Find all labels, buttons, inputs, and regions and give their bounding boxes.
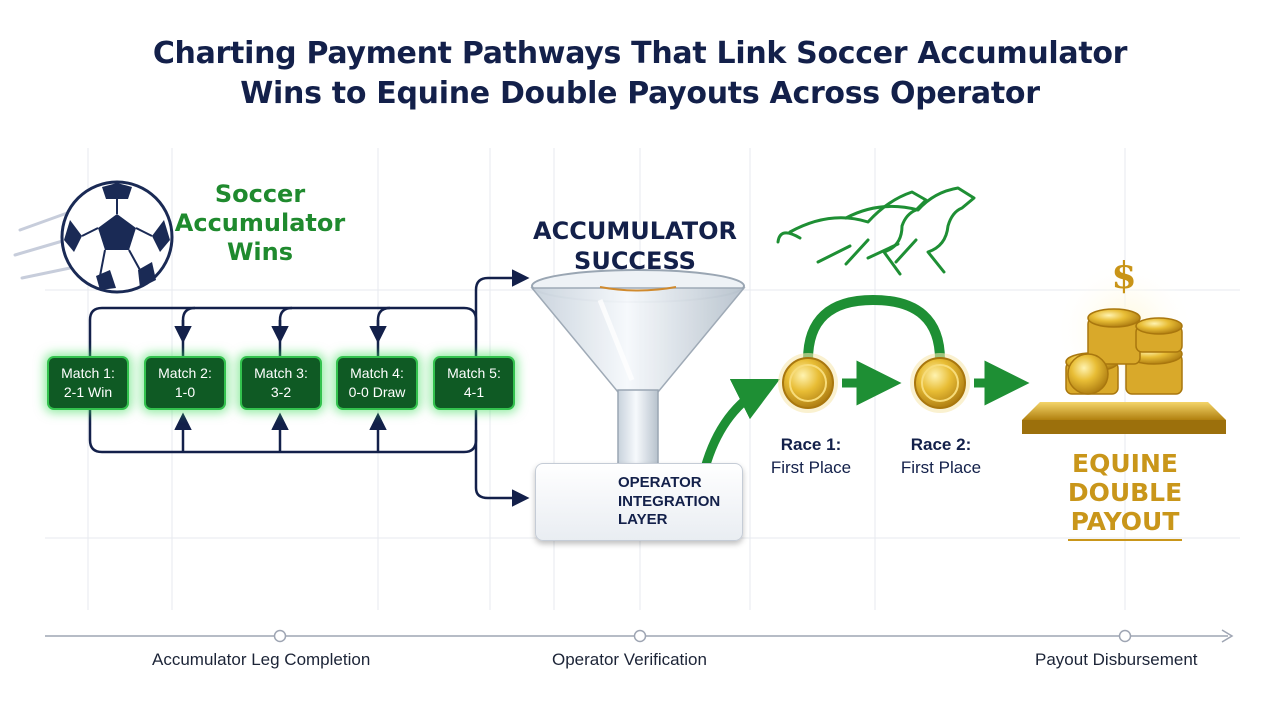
dollar-symbol: $ [1111,255,1137,297]
match-result: 2-1 Win [63,384,113,400]
timeline-node [1118,629,1132,643]
match-name: Match 4: [350,365,404,381]
timeline-node [273,629,287,643]
funnel-icon [530,269,746,471]
coin-stack-icon [1022,260,1226,434]
green-flow-arrow [700,378,781,470]
equine-double-payout-title: EQUINE DOUBLE PAYOUT [1067,449,1183,536]
horses-icon [776,186,976,276]
match-box-3: Match 3: 3-2 [240,356,322,410]
match-box-4: Match 4: 0-0 Draw [336,356,418,410]
operator-integration-box [535,463,743,541]
match-name: Match 3: [254,365,308,381]
match-box-2: Match 2: 1-0 [144,356,226,410]
soccer-accumulator-title: Soccer Accumulator Wins [174,180,346,266]
match-box-5: Match 5: 4-1 [433,356,515,410]
gold-coin-icon [778,353,838,413]
match-result: 3-2 [270,384,292,400]
match-box-1: Match 1: 2-1 Win [47,356,129,410]
match-name: Match 5: [447,365,501,381]
match-loop-connectors [88,269,530,507]
timeline-node [633,629,647,643]
race-1-label: Race 1: First Place [770,435,852,477]
race-2-label: Race 2: First Place [900,435,982,477]
race-link-arc [803,294,945,361]
timeline-axis [45,629,1234,643]
page-title-line-1: Charting Payment Pathways That Link Socc… [152,36,1128,71]
soccer-ball-icon [13,180,174,294]
match-result: 1-0 [174,384,196,400]
match-result: 0-0 Draw [348,384,406,400]
match-name: Match 2: [158,365,212,381]
timeline-label-leg-completion: Accumulator Leg Completion [152,650,371,669]
match-name: Match 1: [61,365,115,381]
gold-coin-icon [910,353,970,413]
operator-integration-label: OPERATOR INTEGRATION LAYER [618,474,721,528]
accumulator-success-title: ACCUMULATOR SUCCESS [533,217,737,275]
match-result: 4-1 [463,384,485,400]
page-title-line-2: Wins to Equine Double Payouts Across Ope… [240,76,1040,111]
timeline-label-payout-disbursement: Payout Disbursement [1035,650,1198,669]
timeline-label-operator-verification: Operator Verification [552,650,707,669]
page-title: Charting Payment Pathways That Link Socc… [0,34,1280,114]
